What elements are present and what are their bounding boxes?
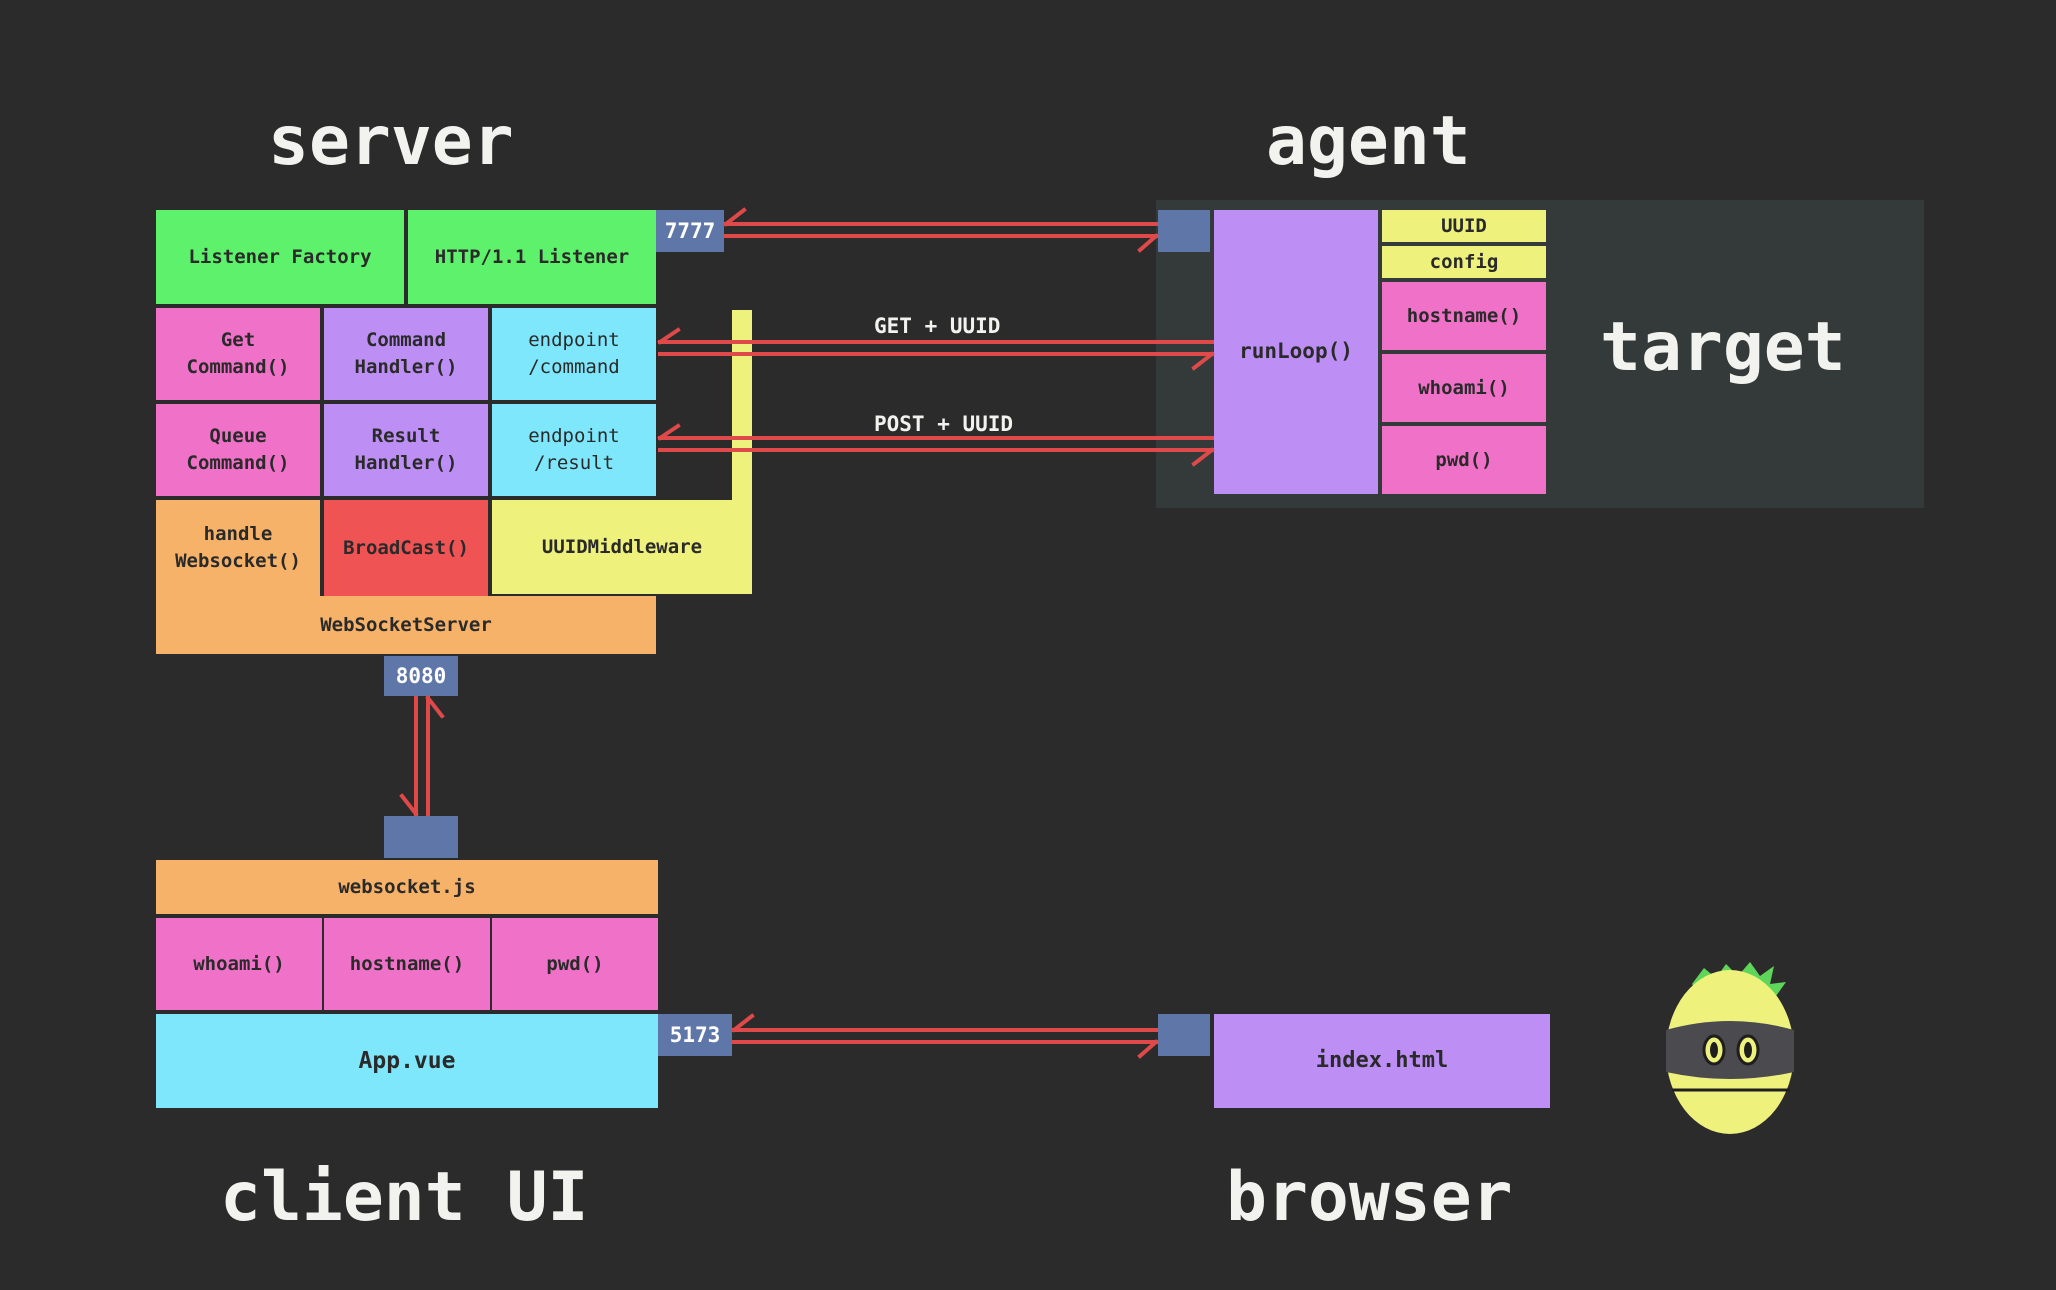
port-7777-badge: 7777 bbox=[656, 210, 724, 252]
handle-websocket-block: handle Websocket() bbox=[156, 500, 320, 596]
agent-port bbox=[1158, 210, 1210, 252]
result-handler-block: Result Handler() bbox=[324, 404, 488, 496]
masked-lemon-mascot-icon bbox=[1666, 962, 1794, 1134]
websocket-js-block: websocket.js bbox=[156, 860, 658, 914]
port-8080-badge: 8080 bbox=[384, 656, 458, 696]
port-5173-badge: 5173 bbox=[658, 1014, 732, 1056]
index-html-block: index.html bbox=[1214, 1014, 1550, 1108]
listener-arrow bbox=[723, 207, 1159, 253]
run-loop-block: runLoop() bbox=[1214, 210, 1378, 494]
get-command-block: Get Command() bbox=[156, 308, 320, 400]
post-uuid-arrow bbox=[657, 423, 1215, 467]
browser-port bbox=[1158, 1014, 1210, 1056]
post-uuid-label: POST + UUID bbox=[874, 412, 1014, 436]
client-socket-port bbox=[384, 816, 458, 858]
websocket-server-block: WebSocketServer bbox=[156, 596, 656, 654]
http-listener-block: HTTP/1.1 Listener bbox=[408, 210, 656, 304]
client-pwd-block: pwd() bbox=[492, 918, 658, 1010]
client-ui-title: client UI bbox=[220, 1158, 589, 1237]
get-uuid-arrow bbox=[657, 327, 1215, 371]
get-uuid-label: GET + UUID bbox=[874, 314, 1001, 338]
listener-factory-block: Listener Factory bbox=[156, 210, 404, 304]
endpoint-result-block: endpoint /result bbox=[492, 404, 656, 496]
websocket-arrow bbox=[399, 695, 445, 817]
client-hostname-block: hostname() bbox=[324, 918, 490, 1010]
uuid-block: UUID bbox=[1382, 210, 1546, 242]
agent-title: agent bbox=[1266, 102, 1471, 181]
client-whoami-block: whoami() bbox=[156, 918, 322, 1010]
browser-title: browser bbox=[1226, 1158, 1513, 1237]
server-title: server bbox=[268, 102, 514, 181]
agent-pwd-block: pwd() bbox=[1382, 426, 1546, 494]
endpoint-command-block: endpoint /command bbox=[492, 308, 656, 400]
uuid-middleware-block: UUIDMiddleware bbox=[492, 500, 752, 594]
agent-whoami-block: whoami() bbox=[1382, 354, 1546, 422]
agent-hostname-block: hostname() bbox=[1382, 282, 1546, 350]
broadcast-block: BroadCast() bbox=[324, 500, 488, 596]
queue-command-block: Queue Command() bbox=[156, 404, 320, 496]
target-title: target bbox=[1600, 308, 1846, 387]
client-browser-arrow bbox=[731, 1013, 1159, 1059]
app-vue-block: App.vue bbox=[156, 1014, 658, 1108]
command-handler-block: Command Handler() bbox=[324, 308, 488, 400]
config-block: config bbox=[1382, 246, 1546, 278]
